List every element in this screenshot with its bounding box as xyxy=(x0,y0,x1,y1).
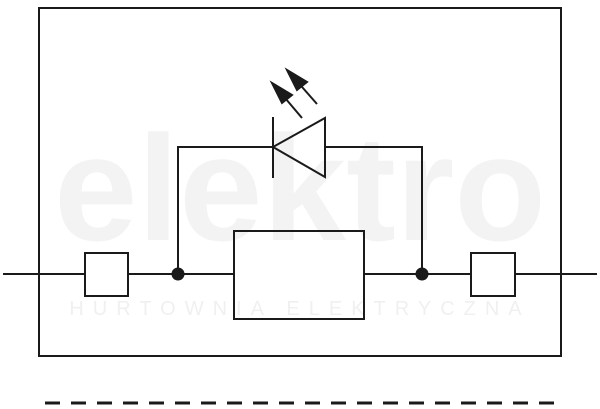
led-branch-wire xyxy=(177,146,274,275)
light-emission-arrows xyxy=(269,67,318,119)
emission-arrow-2-head xyxy=(284,67,309,92)
led-branch-wire-right xyxy=(324,146,423,275)
junction-dot-right xyxy=(415,267,429,281)
enclosure xyxy=(38,7,562,357)
junction-dot-left xyxy=(171,267,185,281)
watermark-subtext: HURTOWNIA ELEKTRYCZNA xyxy=(69,298,530,320)
fuse xyxy=(233,230,365,320)
emission-arrow-1-head xyxy=(269,80,294,105)
right-terminal xyxy=(470,252,516,297)
left-terminal xyxy=(84,252,129,297)
watermark-logo: elektro xyxy=(54,104,546,272)
led-anode-triangle xyxy=(270,116,326,179)
